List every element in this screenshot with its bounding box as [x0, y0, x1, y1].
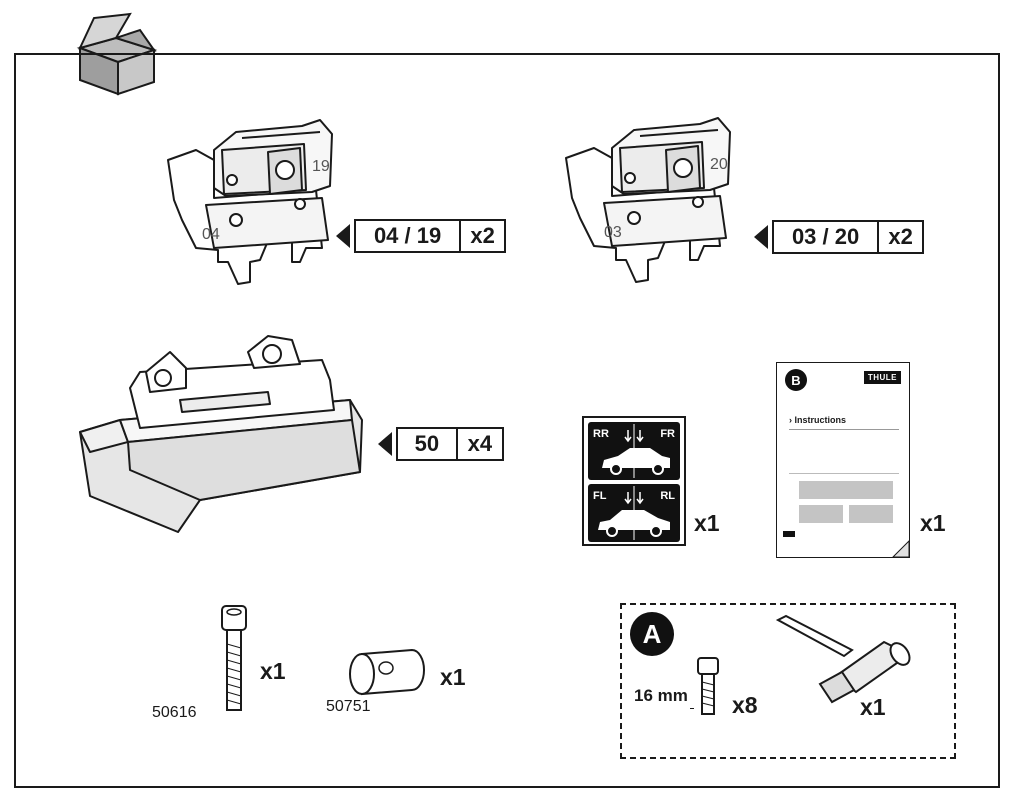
- sticker-front: FL RL: [588, 484, 680, 542]
- bracket-right-number: 19: [312, 158, 330, 175]
- pointer-triangle-icon: [336, 224, 350, 248]
- bracket-left-number: 03: [604, 224, 622, 241]
- page-curl-icon: [891, 539, 910, 558]
- part-quantity: x1: [694, 510, 720, 536]
- part-quantity: x2: [888, 224, 913, 249]
- manual-rule: [789, 429, 899, 430]
- sticker-rear: RR FR: [588, 422, 680, 480]
- brand-logo: THULE: [863, 371, 901, 384]
- sticker-label-fl: FL: [593, 490, 607, 502]
- parcel-box-icon: [70, 10, 166, 100]
- manual-title: › Instructions: [789, 415, 847, 425]
- screw-illustration: [697, 657, 719, 715]
- part-quantity: x2: [470, 223, 495, 248]
- part-quantity: x1: [920, 510, 946, 536]
- tool-kit-badge: A: [630, 612, 674, 656]
- manual-badge: B: [785, 369, 807, 391]
- screw-length: 16 mm: [634, 686, 688, 705]
- part-number: 50616: [152, 704, 197, 721]
- manual-image-block: [799, 505, 843, 523]
- kit-contents-frame: [14, 53, 1000, 788]
- screw-quantity: x8: [732, 692, 758, 718]
- part-number: 50751: [326, 698, 371, 715]
- bolt-illustration: [221, 605, 247, 711]
- part-label-03-20: 03 / 20 x2: [772, 220, 924, 254]
- bracket-right-number: 20: [710, 156, 728, 173]
- part-code: 03 / 20: [774, 222, 880, 252]
- part-label-04-19: 04 / 19 x2: [354, 219, 506, 253]
- sticker-label-fr: FR: [660, 428, 675, 440]
- manual-barcode: [783, 531, 795, 537]
- position-sticker-sheet: RR FR FL RL: [582, 416, 686, 546]
- part-code: 50: [398, 429, 458, 459]
- part-label-50: 50 x4: [396, 427, 504, 461]
- tool-kit-box: [620, 603, 956, 759]
- t-handle-key-illustration: [775, 614, 911, 704]
- car-side-icon: [598, 486, 670, 540]
- car-side-icon: [602, 424, 670, 478]
- manual-image-block: [849, 505, 893, 523]
- sticker-label-rl: RL: [660, 490, 675, 502]
- part-quantity: x1: [440, 664, 466, 690]
- pointer-triangle-icon: [754, 225, 768, 249]
- barrel-nut-illustration: [349, 648, 425, 696]
- bracket-left-number: 04: [202, 226, 220, 243]
- part-quantity: x4: [467, 431, 493, 456]
- part-quantity: x1: [260, 658, 286, 684]
- part-code: 04 / 19: [356, 221, 462, 251]
- dimension-line: [690, 708, 694, 709]
- manual-image-block: [799, 481, 893, 499]
- key-quantity: x1: [860, 694, 886, 720]
- instruction-manual: B THULE › Instructions: [776, 362, 910, 558]
- pointer-triangle-icon: [378, 432, 392, 456]
- sticker-label-rr: RR: [593, 428, 609, 440]
- manual-rule: [789, 473, 899, 474]
